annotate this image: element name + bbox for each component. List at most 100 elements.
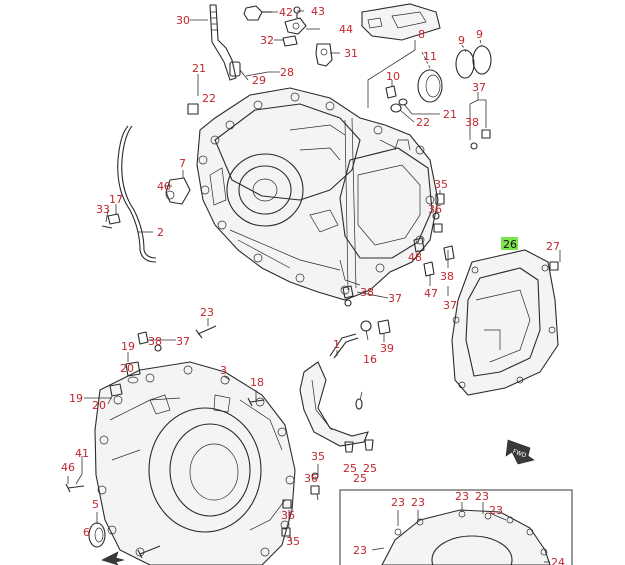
callout-25c: 25: [353, 472, 367, 485]
bolt-part-23a: [195, 325, 217, 339]
callout-5: 5: [92, 498, 99, 511]
callout-36c: 36: [281, 509, 295, 522]
callout-28: 28: [280, 66, 294, 79]
callout-23g: 23: [353, 544, 367, 557]
washer-part-43: [293, 6, 301, 18]
callout-46: 46: [61, 461, 75, 474]
plug-part-37a: [470, 129, 491, 150]
plug-part-20b: [109, 383, 123, 397]
converter-housing-lower: [94, 361, 296, 565]
callout-47: 47: [424, 287, 438, 300]
callout-11: 11: [423, 50, 437, 63]
plug-part-20a: [125, 361, 141, 384]
callout-1: 1: [333, 338, 340, 351]
callout-27: 27: [546, 240, 560, 253]
bolt-part-lower: [137, 545, 161, 559]
plug-part-10: [385, 85, 397, 99]
callout-6: 6: [83, 526, 90, 539]
leader-lines: [67, 10, 561, 563]
callout-16: 16: [363, 353, 377, 366]
callout-38b: 38: [440, 270, 454, 283]
callout-22a: 22: [202, 92, 216, 105]
callout-38d: 38: [148, 335, 162, 348]
callout-2: 2: [157, 226, 164, 239]
plug-part-21a: [187, 103, 199, 115]
callout-26-highlight: [501, 237, 518, 250]
bolt-part-42: [243, 5, 272, 21]
callout-36a: 36: [428, 203, 442, 216]
callout-41: 41: [75, 447, 89, 460]
callout-18: 18: [250, 376, 264, 389]
oil-seal-part-11: [417, 69, 443, 103]
callout-19a: 19: [121, 340, 135, 353]
bolt-part-18: [247, 397, 265, 407]
callout-8: 8: [418, 28, 425, 41]
bracket-part-39: [377, 319, 391, 335]
callout-37b: 37: [443, 299, 457, 312]
clip-part-oval: [355, 398, 363, 410]
direction-arrow-left: [101, 551, 125, 565]
bolt-part-35a: [432, 193, 445, 233]
oil-pan-part-26: [451, 249, 559, 396]
callout-25a: 25: [343, 462, 357, 475]
callout-33: 33: [96, 203, 110, 216]
bolt-part-33: [101, 213, 121, 229]
callout-42: 42: [279, 6, 293, 19]
fitting-part-47: [423, 261, 435, 277]
control-module-part: [361, 3, 441, 41]
seal-rings-part-9: [455, 45, 492, 79]
fwd-marker-text: FWD: [512, 448, 528, 459]
callout-23b: 23: [455, 490, 469, 503]
bracket-part-44: [284, 17, 307, 35]
callout-35b: 35: [311, 450, 325, 463]
callout-35c: 35: [286, 535, 300, 548]
callout-37c: 37: [388, 292, 402, 305]
callout-35a: 35: [434, 178, 448, 191]
callout-23a: 23: [200, 306, 214, 319]
callout-23d: 23: [391, 496, 405, 509]
callout-21b: 21: [443, 108, 457, 121]
fitting-part-48: [413, 237, 425, 253]
bolt-part-27: [549, 261, 559, 271]
transmission-case-upper: [196, 87, 439, 301]
callout-48: 48: [408, 251, 422, 264]
callout-20b: 20: [92, 399, 106, 412]
callout-23c: 23: [475, 490, 489, 503]
bolt-part-37c: [342, 285, 354, 307]
callout-38c: 38: [360, 286, 374, 299]
fwd-direction-arrow: FWD: [505, 439, 535, 465]
callout-21a: 21: [192, 62, 206, 75]
speed-sensor-part: [209, 4, 241, 81]
callout-3: 3: [220, 364, 227, 377]
callout-22b: 22: [416, 116, 430, 129]
callout-26: 26: [503, 238, 517, 251]
o-ring-part-22b: [390, 98, 408, 113]
callout-30: 30: [176, 14, 190, 27]
callout-40: 40: [157, 180, 171, 193]
callout-10: 10: [386, 70, 400, 83]
callout-17: 17: [109, 193, 123, 206]
callout-23e: 23: [411, 496, 425, 509]
callout-7: 7: [179, 157, 186, 170]
fitting-part-38b: [443, 245, 455, 261]
inset-detail-box: [339, 489, 573, 565]
callout-43: 43: [311, 5, 325, 18]
heat-shield-part-1: [299, 361, 369, 447]
callout-39: 39: [380, 342, 394, 355]
callout-37d: 37: [176, 335, 190, 348]
callout-25b: 25: [363, 462, 377, 475]
bolt-part-41: [65, 483, 85, 493]
callout-labels: 30 42 43 44 8 9 9 32 3 1 11 21 28 29 10 3…: [61, 5, 565, 565]
bolt-part-37d: [137, 331, 162, 352]
callout-9b: 9: [476, 28, 483, 41]
callout-9: 9: [458, 34, 465, 47]
clip-part-32: [282, 35, 298, 47]
callout-38a: 38: [465, 116, 479, 129]
breather-tube-part-2: [117, 125, 157, 263]
callout-32: 32: [260, 34, 274, 47]
callout-44: 44: [339, 23, 353, 36]
callout-29: 29: [252, 74, 266, 87]
callout-19b: 19: [69, 392, 83, 405]
callout-36b: 36: [304, 472, 318, 485]
